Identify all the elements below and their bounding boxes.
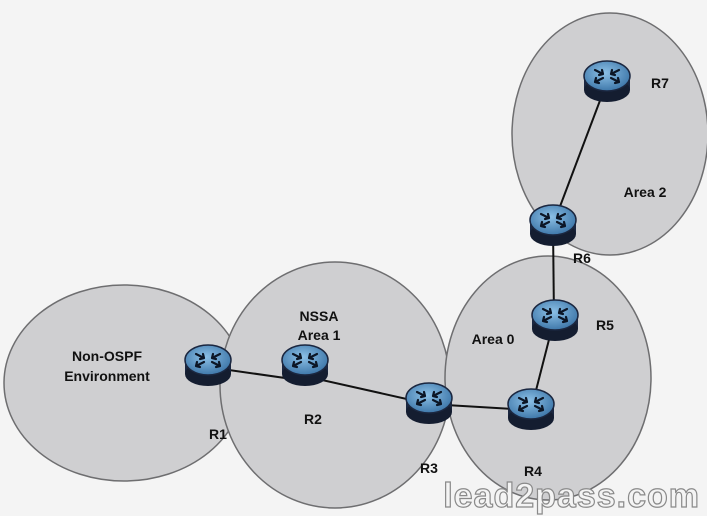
area-label-non-ospf-2: Environment bbox=[64, 368, 150, 384]
router-r5[interactable] bbox=[530, 298, 580, 343]
router-label-r6: R6 bbox=[573, 250, 591, 266]
router-label-r5: R5 bbox=[596, 317, 614, 333]
watermark: lead2pass.com bbox=[443, 477, 700, 515]
area-2 bbox=[511, 12, 707, 256]
router-label-r4: R4 bbox=[524, 463, 542, 479]
router-label-r1: R1 bbox=[209, 426, 227, 442]
router-r7[interactable] bbox=[582, 59, 632, 104]
router-r1[interactable] bbox=[183, 343, 233, 388]
router-r2[interactable] bbox=[280, 343, 330, 388]
area-nssa-1 bbox=[219, 261, 451, 509]
router-label-r2: R2 bbox=[304, 411, 322, 427]
router-r4[interactable] bbox=[506, 387, 556, 432]
area-label-0: Area 0 bbox=[472, 331, 515, 347]
area-label-2: Area 2 bbox=[624, 184, 667, 200]
router-r6[interactable] bbox=[528, 203, 578, 248]
router-label-r3: R3 bbox=[420, 460, 438, 476]
link-r6-r7 bbox=[552, 81, 608, 226]
area-0 bbox=[444, 255, 652, 501]
area-label-nssa-1: NSSA bbox=[300, 308, 339, 324]
router-label-r7: R7 bbox=[651, 75, 669, 91]
area-label-non-ospf-1: Non-OSPF bbox=[72, 348, 142, 364]
router-r3[interactable] bbox=[404, 381, 454, 426]
area-label-nssa-2: Area 1 bbox=[298, 327, 341, 343]
